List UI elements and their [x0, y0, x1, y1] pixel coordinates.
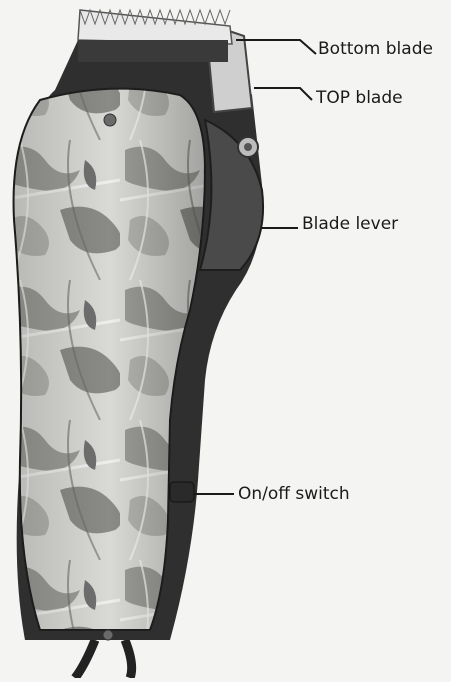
label-bottom-blade: Bottom blade [318, 41, 433, 58]
leader-top-blade [254, 88, 312, 100]
cover-screw [104, 114, 116, 126]
cover-screw [103, 630, 113, 640]
leader-bottom-blade [236, 40, 316, 54]
label-top-blade: TOP blade [316, 90, 403, 107]
on-off-switch [170, 482, 194, 502]
top-blade-shape [78, 10, 232, 62]
power-cord [75, 640, 132, 678]
label-blade-lever: Blade lever [302, 216, 398, 233]
label-on-off-switch: On/off switch [238, 486, 350, 503]
